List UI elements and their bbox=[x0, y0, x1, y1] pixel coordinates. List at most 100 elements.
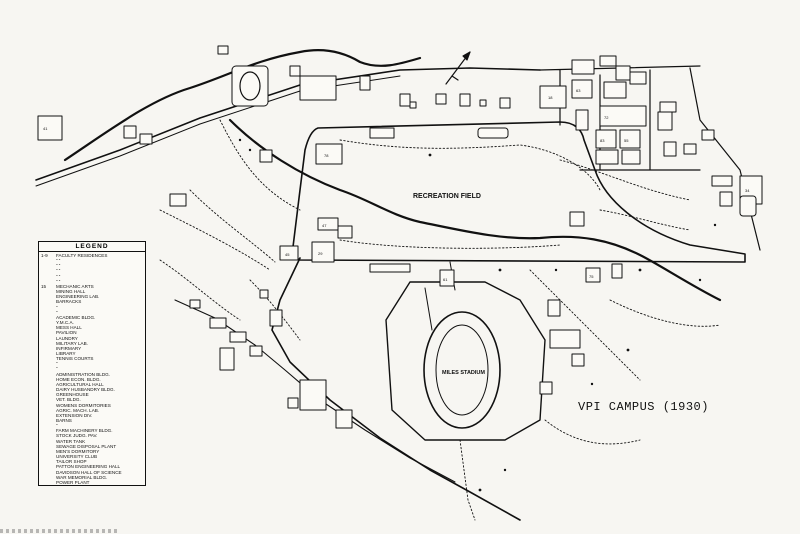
legend-entry-name: BARNS bbox=[56, 418, 72, 423]
scan-artifact bbox=[0, 529, 120, 533]
legend-entry-name: ” bbox=[56, 366, 58, 372]
creek bbox=[63, 49, 722, 302]
tree-dots bbox=[238, 138, 717, 492]
legend-entry-name: VET. BLDG. bbox=[56, 397, 81, 403]
legend-entry-name: MECHANIC ARTS bbox=[56, 283, 94, 289]
legend-entry-name: SEWAGE DISPOSAL PLANT bbox=[56, 443, 117, 449]
legend-entry: MESS HALL bbox=[41, 325, 143, 330]
legend-entry-name: LAUNDRY bbox=[56, 335, 78, 341]
legend-entry: POWER PLANT bbox=[41, 480, 143, 485]
legend-title: LEGEND bbox=[39, 242, 145, 252]
bldg-num: 78 bbox=[324, 153, 329, 158]
legend-entry-name: ACADEMIC BLDG. bbox=[56, 314, 96, 320]
legend-entry-name: TAILOR SHOP bbox=[56, 459, 87, 465]
bldg-num: 47 bbox=[322, 223, 327, 228]
legend-entry-name: ” bbox=[56, 423, 58, 429]
legend-entry: MILITARY LAB. bbox=[41, 341, 143, 346]
legend-entry-name: ” ” bbox=[56, 273, 61, 279]
legend-entry: ” bbox=[41, 310, 143, 315]
stadium-label: MILES STADIUM bbox=[442, 370, 485, 376]
legend-entry: FARM MACHINERY BLDG. bbox=[41, 428, 143, 433]
buildings bbox=[37, 45, 763, 429]
legend-entry-name: FACULTY RESIDENCES bbox=[56, 253, 108, 258]
legend-entry: EXTENSION DIV. bbox=[41, 413, 143, 418]
legend-entry-number bbox=[41, 480, 56, 485]
legend-entry: HOME ECON. BLDG. bbox=[41, 377, 143, 382]
stadium-track-outer bbox=[423, 311, 501, 429]
bldg-num: 55 bbox=[624, 138, 629, 143]
legend-entry: AGRIC. MACH. LAB. bbox=[41, 408, 143, 413]
legend-entry-name: ” ” bbox=[56, 263, 61, 269]
legend-entry-name: STOCK JUDG. PAV. bbox=[56, 433, 98, 439]
legend-entry: DAVIDSON HALL OF SCIENCE bbox=[41, 470, 143, 475]
legend-entry-name: Y.M.C.A. bbox=[56, 320, 74, 326]
bldg-num: 83 bbox=[600, 138, 605, 143]
legend-entry-name: ” ” bbox=[56, 268, 61, 274]
legend-entry: BARNS bbox=[41, 418, 143, 423]
legend-entry-name: BARRACKS bbox=[56, 299, 82, 305]
legend-entry-name: ” bbox=[56, 309, 58, 315]
legend-entry: WAR MEMORIAL BLDG. bbox=[41, 475, 143, 480]
legend-entry-name: AGRIC. MACH. LAB. bbox=[56, 407, 100, 413]
legend-entry-name: ENGINEERING LAB. bbox=[56, 294, 100, 300]
bldg-num: 34 bbox=[745, 188, 750, 193]
legend-entry: WATER TANK bbox=[41, 439, 143, 444]
north-arrow-icon bbox=[445, 51, 471, 85]
legend-entry-name: MESS HALL bbox=[56, 325, 82, 331]
legend-entry-name: GREENHOUSE bbox=[56, 392, 89, 398]
legend-entry: LIBRARY bbox=[41, 351, 143, 356]
legend-entry: ” ” bbox=[41, 279, 143, 284]
legend-entry-name: UNIVERSITY CLUB bbox=[56, 454, 98, 460]
legend-entry: TENNIS COURTS bbox=[41, 356, 143, 361]
stadium-grounds bbox=[385, 281, 546, 441]
bldg-num: 61 bbox=[443, 277, 448, 282]
legend-entry: UNIVERSITY CLUB bbox=[41, 454, 143, 459]
bldg-num: 72 bbox=[604, 115, 609, 120]
legend-entry: ” bbox=[41, 423, 143, 428]
recreation-field-label: RECREATION FIELD bbox=[413, 193, 481, 200]
legend-entry-name: LIBRARY bbox=[56, 350, 76, 356]
legend-entry-name: DAIRY HUSBANDRY BLDG. bbox=[56, 387, 115, 393]
legend-entry-name: ” bbox=[56, 304, 58, 310]
legend-entry-name: DAVIDSON HALL OF SCIENCE bbox=[56, 469, 122, 475]
legend-entry-name: PATTON ENGINEERING HALL bbox=[56, 464, 121, 470]
legend-entry-name: FARM MACHINERY BLDG. bbox=[56, 428, 113, 434]
legend-entry: ” ” bbox=[41, 268, 143, 273]
legend-entry: PAVILION bbox=[41, 330, 143, 335]
legend-entry-name: HOME ECON. BLDG. bbox=[56, 376, 101, 382]
building-numbers: 41 78 18 34 61 75 29 45 47 72 83 55 63 bbox=[43, 88, 750, 282]
legend-entry-name: MINING HALL bbox=[56, 289, 86, 295]
bldg-num: 41 bbox=[43, 126, 48, 131]
legend-entry: ACADEMIC BLDG. bbox=[41, 315, 143, 320]
legend-entry-number: 1-9 bbox=[41, 253, 48, 258]
legend-entry: SEWAGE DISPOSAL PLANT bbox=[41, 444, 143, 449]
legend-entry-name: MILITARY LAB. bbox=[56, 340, 88, 346]
legend-entry: ” ” bbox=[41, 274, 143, 279]
legend-entry: ” bbox=[41, 361, 143, 366]
legend-entry-name: MEN'S DORMITORY bbox=[56, 448, 100, 454]
legend-entry: ” ” bbox=[41, 263, 143, 268]
legend-entry: ” ” bbox=[41, 258, 143, 263]
legend-entry: AGRICULTURAL HALL bbox=[41, 382, 143, 387]
legend-entry: PATTON ENGINEERING HALL bbox=[41, 464, 143, 469]
footpaths bbox=[159, 119, 721, 521]
legend-entry-name: ” bbox=[56, 361, 58, 367]
legend-entry-name: AGRICULTURAL HALL bbox=[56, 381, 104, 387]
legend-entry-name: WOMENS DORMITORIES bbox=[56, 402, 111, 408]
legend-entry: LAUNDRY bbox=[41, 336, 143, 341]
legend-entry: INFIRMARY bbox=[41, 346, 143, 351]
legend-entry-name: POWER PLANT bbox=[56, 479, 90, 485]
legend-entry: MEN'S DORMITORY bbox=[41, 449, 143, 454]
legend-entry: MINING HALL bbox=[41, 289, 143, 294]
highway-edge bbox=[35, 75, 401, 187]
legend-entry: GREENHOUSE bbox=[41, 392, 143, 397]
reservoir bbox=[239, 71, 261, 101]
legend-entry: ” bbox=[41, 305, 143, 310]
bldg-num: 29 bbox=[318, 251, 323, 256]
legend-entry: TAILOR SHOP bbox=[41, 459, 143, 464]
legend-entry: DAIRY HUSBANDRY BLDG. bbox=[41, 387, 143, 392]
